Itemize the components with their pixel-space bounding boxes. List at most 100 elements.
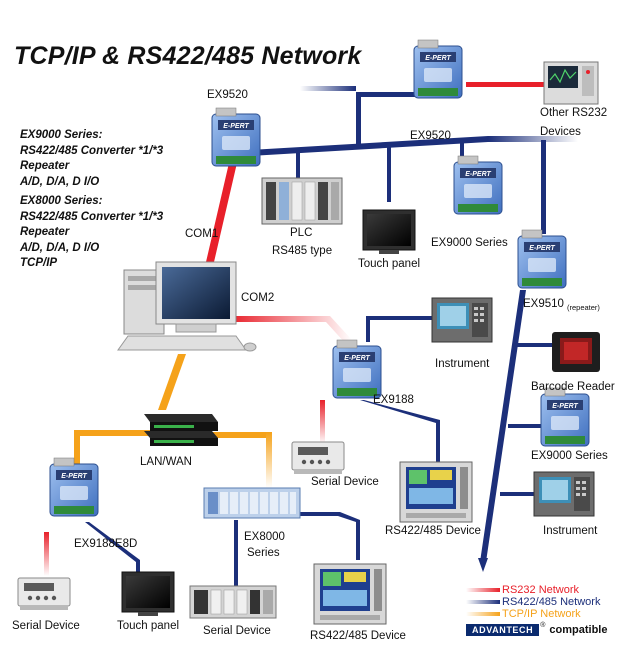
- label-ex9520-left: EX9520: [207, 89, 248, 101]
- label-ex9520-top: EX9520: [410, 130, 451, 142]
- ex9000-spec-block: EX9000 Series: RS422/485 Converter *1/*3…: [20, 128, 163, 190]
- label-instrument-mid: Instrument: [435, 358, 490, 370]
- ex9000-right-module: [540, 387, 590, 447]
- diagram-title: TCP/IP & RS422/485 Network: [14, 42, 362, 70]
- rs485-ex8000-device: [300, 512, 360, 560]
- label-ex9510: EX9510: [523, 298, 564, 310]
- spec-line: RS422/485 Converter *1/*3: [20, 210, 164, 223]
- pc-icon: [117, 261, 257, 352]
- lan-wan-switch-icon: [144, 414, 218, 446]
- rs485-bus-fade: [488, 136, 578, 142]
- label-touch-panel-bottom: Touch panel: [117, 620, 180, 632]
- rs485-drop-ex9510: [541, 140, 546, 234]
- label-serial-device-left: Serial Device: [12, 620, 80, 632]
- rs485-branch-barcode: [515, 343, 557, 347]
- label-instrument-right: Instrument: [543, 525, 598, 537]
- rs422-device-mid-icon: [399, 461, 473, 523]
- barcode-reader-icon: [552, 332, 600, 372]
- label-series: Series: [247, 547, 280, 559]
- spec-line: TCP/IP: [20, 257, 58, 269]
- label-com2: COM2: [241, 292, 275, 304]
- rs232-com1: [206, 150, 240, 262]
- label-other-rs232: Other RS232: [540, 107, 608, 119]
- advantech-compatible: ADVANTECH ® compatible: [466, 621, 608, 637]
- label-ex9188e8d: EX9188E8D: [74, 538, 138, 550]
- legend-rs232-bar: [466, 588, 500, 592]
- ex9510-module: [517, 229, 567, 289]
- ex9520-top-module: [413, 39, 463, 99]
- plc-icon: [261, 177, 343, 225]
- rs232-ex9188-serial: [320, 400, 325, 444]
- rs232-e8d-serial: [44, 532, 49, 576]
- ex9520-left-module: [211, 107, 261, 167]
- ex9188e8d-module: [49, 457, 99, 517]
- label-serial-device-mid: Serial Device: [311, 476, 379, 488]
- label-rs485-type: RS485 type: [272, 245, 333, 257]
- rs485-right-trunk: [480, 290, 526, 562]
- tcp-pc-switch: [158, 354, 186, 410]
- rs485-riser-arm: [356, 92, 416, 97]
- rs232-com2: [230, 316, 352, 344]
- rs485-ex9188-up: [366, 316, 370, 342]
- label-repeater: (repeater): [567, 303, 600, 312]
- serial-device-left-icon: [17, 577, 71, 611]
- instrument-mid-icon: [431, 297, 493, 343]
- rs232-device-icon: [543, 61, 599, 105]
- touch-panel-bottom-icon: [121, 571, 175, 617]
- label-rs422-device-bottom: RS422/485 Device: [310, 630, 406, 642]
- legend-rs232-label: RS232 Network: [502, 584, 580, 596]
- label-lan-wan: LAN/WAN: [140, 456, 192, 468]
- legend-rs485-label: RS422/485 Network: [502, 596, 601, 608]
- tcp-right-drop: [266, 432, 272, 488]
- rs485-top-fade: [300, 86, 356, 91]
- ex9000-top-module: [453, 155, 503, 215]
- label-ex9000-series-right: EX9000 Series: [531, 450, 608, 462]
- registered-mark: ®: [540, 621, 546, 629]
- rs422-device-bottom-icon: [313, 563, 387, 625]
- ex8000-rack-icon: [203, 487, 301, 519]
- spec-line: A/D, D/A, D I/O: [20, 175, 100, 188]
- spec-line: EX8000 Series:: [20, 195, 103, 207]
- spec-line: Repeater: [20, 160, 70, 172]
- rs485-trunk-arrow: [478, 558, 488, 572]
- rs485-main-bus: [250, 136, 488, 156]
- legend-tcp-label: TCP/IP Network: [502, 608, 581, 620]
- ex9188-module: [332, 339, 382, 399]
- rs485-ex9188-device: [360, 400, 440, 462]
- ex8000-spec-block: EX8000 Series: RS422/485 Converter *1/*3…: [20, 194, 163, 272]
- rs485-branch-instrument: [500, 492, 534, 496]
- label-touch-panel-top: Touch panel: [358, 258, 421, 270]
- serial-device-mid-icon: [291, 441, 345, 475]
- rs485-ex9188-instrument: [366, 316, 432, 320]
- tcp-switch-left: [76, 430, 172, 436]
- spec-line: Repeater: [20, 226, 70, 238]
- rs485-ex8000-serial: [234, 520, 238, 586]
- compatible-label: compatible: [549, 624, 608, 636]
- label-rs422-device-mid: RS422/485 Device: [385, 525, 481, 537]
- instrument-right-icon: [533, 471, 595, 517]
- touch-panel-top-icon: [362, 209, 416, 255]
- rs485-branch-ex9000: [508, 424, 546, 428]
- tcp-switch-right: [210, 432, 272, 438]
- label-com1: COM1: [185, 228, 219, 240]
- rs485-drop-plc: [296, 150, 300, 178]
- label-devices: Devices: [540, 126, 581, 138]
- rs232-other-devices: [466, 82, 544, 87]
- label-plc: PLC: [290, 227, 313, 239]
- serial-device-bottom-icon: [189, 585, 277, 619]
- label-ex9188: EX9188: [373, 394, 414, 406]
- rs485-riser-top: [356, 92, 361, 147]
- spec-line: EX9000 Series:: [20, 129, 103, 141]
- spec-line: A/D, D/A, D I/O: [20, 241, 100, 254]
- legend-rs485-bar: [466, 600, 500, 604]
- rs485-drop-touch: [387, 146, 391, 202]
- rs485-e8d-touch: [85, 522, 140, 580]
- label-barcode-reader: Barcode Reader: [531, 381, 615, 393]
- tcp-left-drop: [74, 430, 80, 466]
- advantech-logo: ADVANTECH: [466, 624, 540, 636]
- spec-line: RS422/485 Converter *1/*3: [20, 144, 164, 157]
- label-ex9000-series-top: EX9000 Series: [431, 237, 508, 249]
- label-serial-device-bottom: Serial Device: [203, 625, 271, 637]
- legend-tcp-bar: [466, 612, 500, 616]
